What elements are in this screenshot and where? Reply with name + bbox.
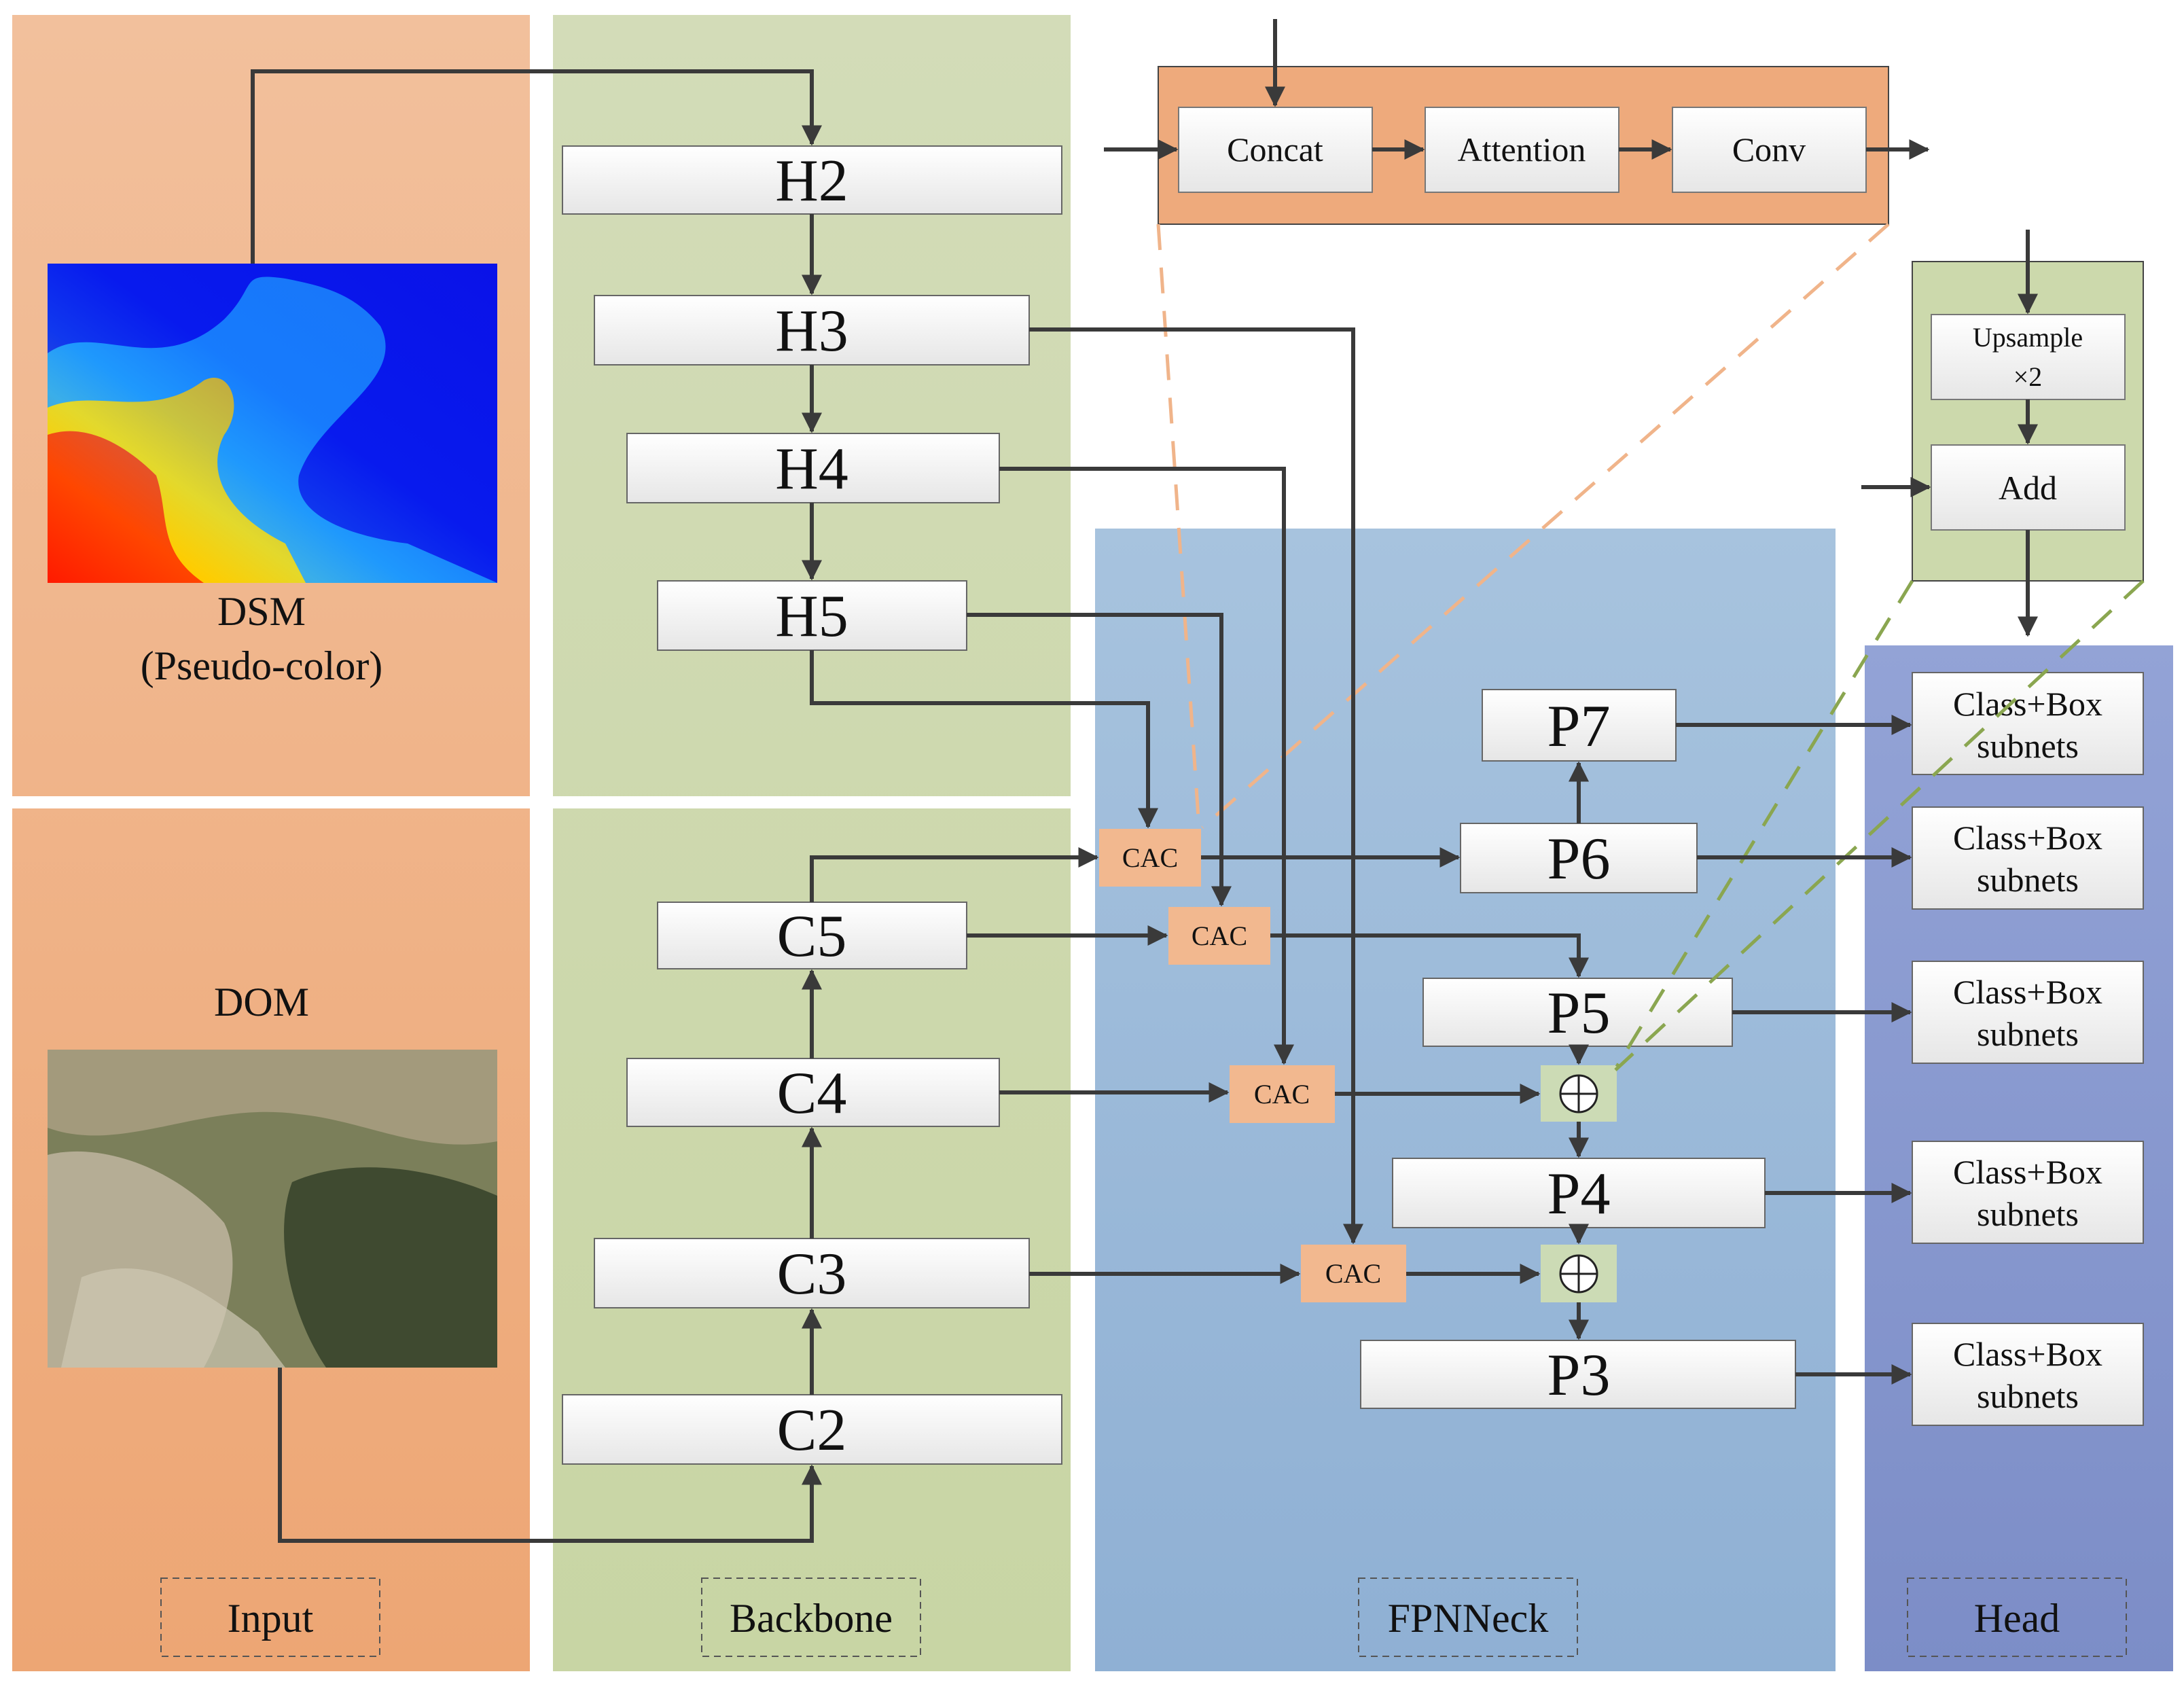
svg-text:P5: P5 bbox=[1547, 980, 1611, 1046]
svg-text:×2: ×2 bbox=[2013, 361, 2043, 392]
add-node-p4 bbox=[1541, 1245, 1617, 1302]
dsm-image bbox=[48, 264, 497, 583]
svg-text:Class+Box: Class+Box bbox=[1953, 685, 2102, 723]
conv-box: Conv bbox=[1672, 107, 1867, 193]
svg-text:C5: C5 bbox=[777, 904, 847, 969]
concat-box: Concat bbox=[1178, 107, 1373, 193]
backbone-label: Backbone bbox=[701, 1578, 921, 1657]
svg-text:subnets: subnets bbox=[1977, 1377, 2079, 1415]
svg-text:Backbone: Backbone bbox=[730, 1596, 893, 1641]
svg-text:H3: H3 bbox=[775, 298, 848, 364]
svg-text:P4: P4 bbox=[1547, 1161, 1611, 1227]
p4-box: P4 bbox=[1392, 1158, 1766, 1228]
svg-text:CAC: CAC bbox=[1122, 842, 1178, 873]
connection-arrows bbox=[251, 19, 2038, 1543]
svg-text:Add: Add bbox=[1999, 469, 2057, 507]
cac-box-2: CAC bbox=[1168, 907, 1270, 965]
svg-text:subnets: subnets bbox=[1977, 1195, 2079, 1233]
c3-box: C3 bbox=[594, 1238, 1030, 1308]
svg-text:CAC: CAC bbox=[1325, 1258, 1381, 1289]
panel-divider bbox=[12, 796, 1072, 808]
neck-label: FPNNeck bbox=[1358, 1578, 1578, 1657]
svg-text:Class+Box: Class+Box bbox=[1953, 1335, 2102, 1373]
dsm-title: DSM bbox=[217, 589, 306, 634]
c2-box: C2 bbox=[562, 1394, 1062, 1465]
svg-text:C2: C2 bbox=[777, 1397, 847, 1463]
p5-box: P5 bbox=[1422, 978, 1733, 1047]
neck-panel bbox=[1095, 529, 1836, 1671]
svg-text:Class+Box: Class+Box bbox=[1953, 973, 2102, 1011]
svg-text:Class+Box: Class+Box bbox=[1953, 819, 2102, 857]
dom-image bbox=[48, 1050, 497, 1368]
svg-text:C3: C3 bbox=[777, 1241, 847, 1307]
svg-text:subnets: subnets bbox=[1977, 1015, 2079, 1053]
svg-text:H4: H4 bbox=[775, 436, 848, 502]
svg-text:H2: H2 bbox=[775, 148, 848, 214]
dsm-subtitle: (Pseudo-color) bbox=[141, 643, 383, 688]
svg-text:P7: P7 bbox=[1547, 694, 1611, 760]
upsample-box: Upsample ×2 bbox=[1931, 314, 2126, 400]
svg-text:subnets: subnets bbox=[1977, 861, 2079, 899]
c4-box: C4 bbox=[626, 1058, 1000, 1127]
input-label: Input bbox=[160, 1578, 380, 1657]
cac-box-3: CAC bbox=[1230, 1065, 1335, 1123]
svg-text:Head: Head bbox=[1974, 1596, 2060, 1641]
p7-box: P7 bbox=[1482, 689, 1677, 762]
svg-text:Attention: Attention bbox=[1458, 130, 1586, 168]
c5-box: C5 bbox=[657, 902, 967, 969]
p6-box: P6 bbox=[1460, 823, 1698, 893]
head-subnet-p3: Class+Box subnets bbox=[1912, 1323, 2144, 1426]
input-panel bbox=[12, 15, 530, 1671]
svg-text:P3: P3 bbox=[1547, 1342, 1611, 1408]
svg-text:FPNNeck: FPNNeck bbox=[1388, 1596, 1549, 1641]
svg-text:Upsample: Upsample bbox=[1973, 322, 2083, 353]
head-subnet-p7: Class+Box subnets bbox=[1912, 672, 2144, 775]
svg-text:CAC: CAC bbox=[1254, 1079, 1310, 1109]
add-node-p5 bbox=[1541, 1065, 1617, 1122]
attention-box: Attention bbox=[1425, 107, 1619, 193]
add-box: Add bbox=[1931, 444, 2126, 531]
svg-text:subnets: subnets bbox=[1977, 727, 2079, 765]
head-subnet-p5: Class+Box subnets bbox=[1912, 961, 2144, 1064]
h2-box: H2 bbox=[562, 145, 1062, 215]
svg-text:Conv: Conv bbox=[1732, 130, 1806, 168]
cac-box-4: CAC bbox=[1301, 1245, 1406, 1302]
svg-text:C4: C4 bbox=[777, 1061, 847, 1126]
zoom-guides bbox=[1156, 223, 2145, 1071]
dom-title: DOM bbox=[214, 980, 309, 1024]
svg-text:Class+Box: Class+Box bbox=[1953, 1153, 2102, 1191]
svg-text:CAC: CAC bbox=[1192, 921, 1247, 951]
svg-text:Input: Input bbox=[228, 1596, 314, 1641]
svg-text:H5: H5 bbox=[775, 584, 848, 649]
h4-box: H4 bbox=[626, 433, 1000, 503]
svg-text:Concat: Concat bbox=[1227, 130, 1323, 168]
p3-box: P3 bbox=[1360, 1340, 1796, 1409]
head-subnet-p6: Class+Box subnets bbox=[1912, 806, 2144, 910]
svg-text:P6: P6 bbox=[1547, 826, 1611, 892]
head-subnet-p4: Class+Box subnets bbox=[1912, 1141, 2144, 1244]
cac-box-1: CAC bbox=[1099, 829, 1201, 887]
h3-box: H3 bbox=[594, 295, 1030, 366]
head-label: Head bbox=[1907, 1578, 2127, 1657]
h5-box: H5 bbox=[657, 580, 967, 651]
